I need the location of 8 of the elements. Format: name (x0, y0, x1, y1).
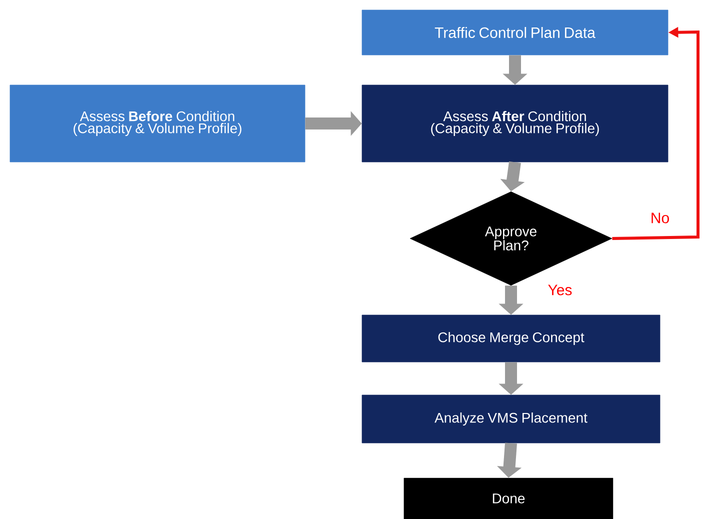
process-box: Done (404, 478, 614, 519)
process-box: Assess After Condition (Capacity & Volume Profile) (362, 84, 668, 162)
process-box: Traffic Control Plan Data (362, 10, 668, 56)
process-box: Assess Before Condition (Capacity & Volume Profile) (10, 84, 306, 162)
process-box: Analyze VMS Placement (362, 394, 660, 444)
process-box: Choose Merge Concept (362, 314, 660, 362)
edge-label: Yes (546, 284, 574, 296)
edge-label: No (649, 212, 671, 224)
